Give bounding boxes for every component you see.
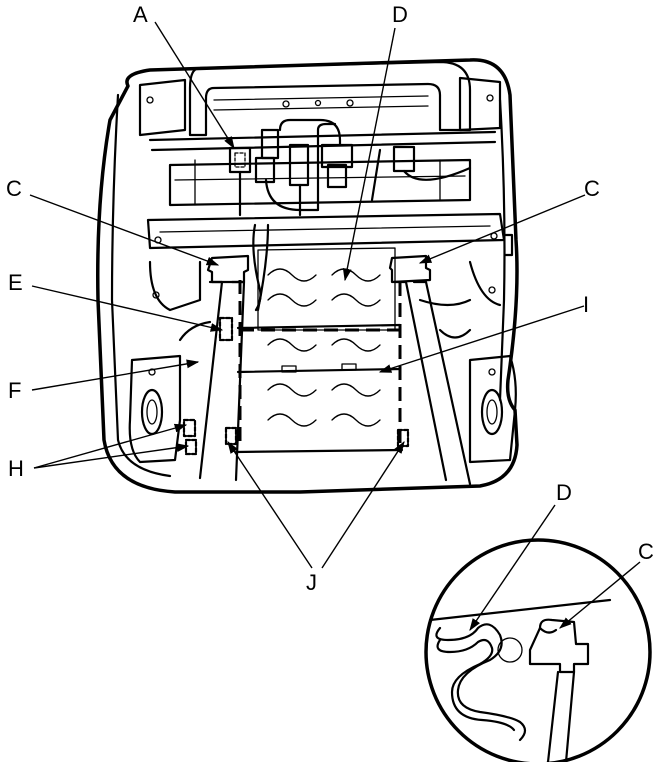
callout-c-left: C	[6, 176, 22, 201]
callout-a: A	[133, 2, 148, 27]
leader-i	[378, 305, 585, 373]
leader-a	[154, 21, 235, 150]
leader-h-1	[33, 423, 188, 469]
callout-f: F	[8, 378, 22, 403]
leader-j-1	[227, 440, 313, 569]
retainer-dashed-outline	[238, 280, 402, 445]
leader-c-left	[29, 194, 220, 266]
callout-d-detail: D	[556, 480, 572, 505]
callout-e: E	[8, 270, 23, 295]
leader-d-detail	[469, 504, 556, 632]
callout-c-right: C	[584, 176, 600, 201]
callout-h: H	[8, 456, 24, 481]
leader-h-2	[33, 443, 190, 469]
detail-leaders	[469, 504, 641, 632]
leader-j-2	[321, 440, 405, 569]
spring-mat	[234, 247, 404, 454]
detail-inset	[424, 538, 652, 762]
callout-c-detail: C	[638, 539, 654, 564]
leader-d-top	[342, 27, 396, 282]
seat-cushion-outline	[96, 58, 519, 494]
leader-c-detail	[559, 561, 641, 629]
leader-f	[31, 359, 200, 391]
leader-e	[31, 285, 224, 332]
callout-d-top: D	[392, 2, 408, 27]
leader-lines	[29, 21, 586, 569]
leader-c-right	[418, 194, 586, 264]
callout-j: J	[306, 570, 317, 595]
seat-frame-top	[138, 60, 502, 217]
callout-i: I	[583, 292, 590, 317]
seat-side-hardware	[128, 223, 517, 464]
seat-frame-mid	[146, 212, 514, 312]
